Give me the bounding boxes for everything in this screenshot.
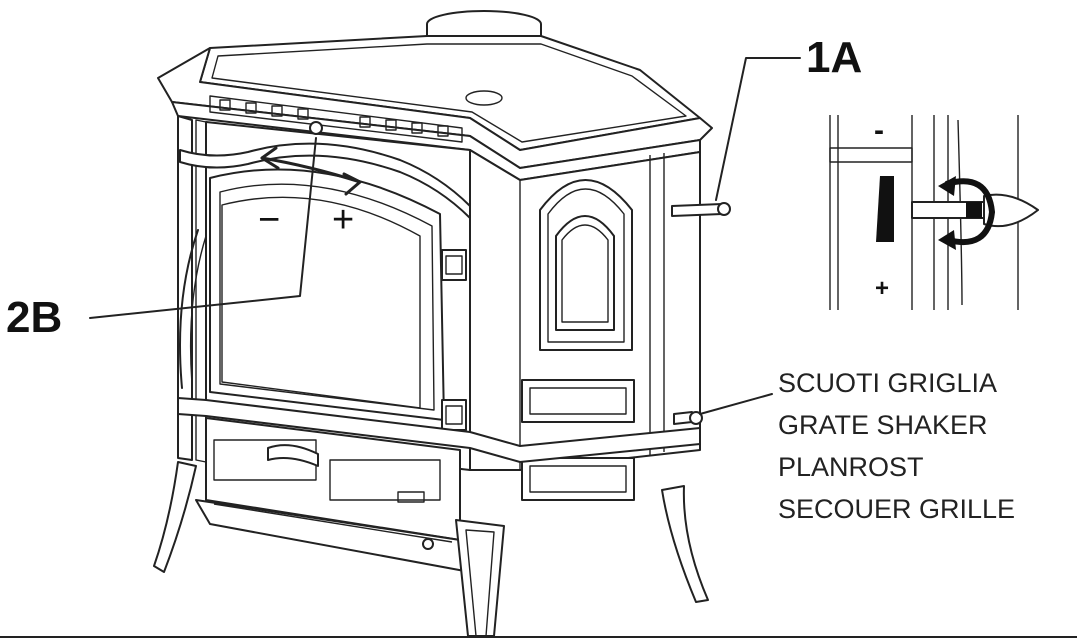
lever-detail-view bbox=[829, 115, 1039, 310]
side-panel bbox=[469, 149, 701, 501]
adjust-arrow-2b bbox=[260, 146, 362, 196]
lower-band bbox=[177, 397, 701, 463]
grate-shaker-line-en: GRATE SHAKER bbox=[778, 410, 988, 440]
adjust-wedge-indicator bbox=[876, 176, 894, 242]
minus-sign: − bbox=[258, 199, 280, 241]
plus-sign: + bbox=[332, 199, 354, 241]
grate-shaker-rod bbox=[673, 411, 703, 425]
grate-shaker-line-fr: SECOUER GRILLE bbox=[778, 494, 1015, 524]
rotation-arrows bbox=[945, 178, 996, 246]
label-2b: 2B bbox=[6, 293, 62, 342]
detail-plus-mark: + bbox=[875, 275, 889, 302]
grate-shaker-line-it: SCUOTI GRIGLIA bbox=[778, 368, 997, 398]
leader-lines bbox=[89, 57, 801, 415]
detail-minus-mark: - bbox=[874, 114, 884, 147]
stove-illustration bbox=[0, 10, 1077, 638]
glass-door bbox=[179, 168, 445, 421]
air-lever-1a bbox=[671, 202, 731, 217]
grate-shaker-line-de: PLANROST bbox=[778, 452, 924, 482]
grate-shaker-label: SCUOTI GRIGLIA GRATE SHAKER PLANROST SEC… bbox=[778, 368, 1015, 524]
label-1a: 1A bbox=[806, 33, 862, 82]
